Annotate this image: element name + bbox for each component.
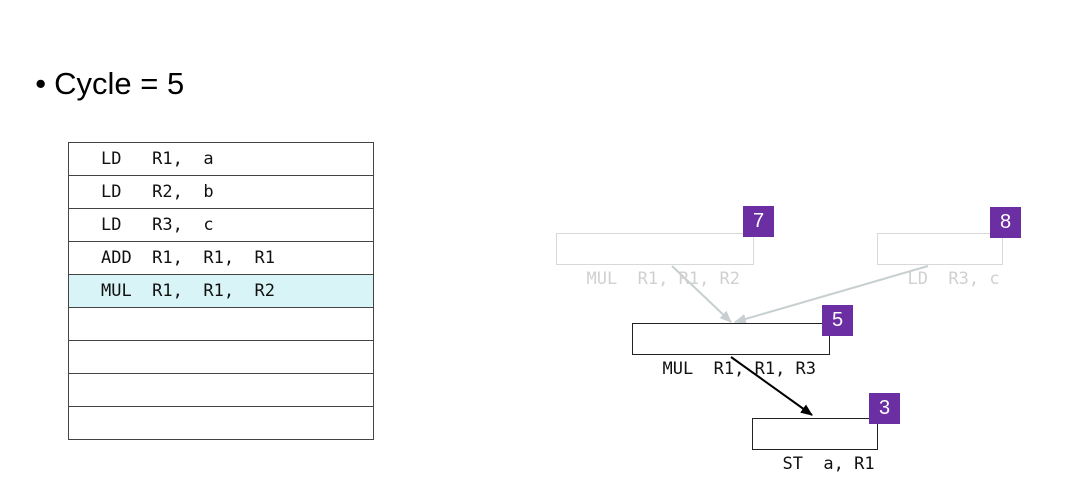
schedule-cell: LD R2, b — [68, 175, 374, 209]
priority-badge: 8 — [990, 207, 1021, 238]
dag-node-ld-r3-c: LD R3, c — [877, 233, 1003, 289]
schedule-cell-empty — [68, 373, 374, 407]
cycle-heading: •Cycle = 5 — [18, 30, 184, 102]
priority-badge: 5 — [822, 305, 853, 336]
priority-badge: 3 — [869, 393, 900, 424]
schedule-row: LD R1, a — [68, 142, 374, 176]
dag-node-mul-r1-r1-r2: MUL R1, R1, R2 — [556, 233, 754, 289]
schedule-cell: ADD R1, R1, R1 — [68, 241, 374, 275]
cycle-label: Cycle = 5 — [54, 66, 185, 101]
dependency-edges — [671, 265, 929, 416]
schedule-cell: LD R1, a — [68, 142, 374, 176]
schedule-cell-empty — [68, 340, 374, 374]
schedule-row: LD R2, b — [68, 175, 374, 209]
schedule-table: LD R1, a LD R2, b LD R3, c ADD R1, R1, R… — [68, 142, 374, 440]
node-label: ST a, R1 — [782, 454, 875, 474]
edge-mul-r3-to-st — [730, 356, 813, 416]
schedule-cell-empty — [68, 406, 374, 440]
node-label: LD R3, c — [907, 269, 1000, 289]
schedule-row — [68, 373, 374, 407]
bullet: • — [35, 66, 47, 101]
edge-ld-r3-to-mul-r3 — [734, 265, 929, 324]
schedule-row: LD R3, c — [68, 208, 374, 242]
edge-mul-r2-to-mul-r3 — [671, 265, 732, 323]
schedule-cell-empty — [68, 307, 374, 341]
schedule-row — [68, 340, 374, 374]
priority-badge: 7 — [743, 206, 774, 237]
schedule-cell: LD R3, c — [68, 208, 374, 242]
schedule-row — [68, 307, 374, 341]
dag-node-st-a-r1: ST a, R1 — [752, 418, 878, 474]
schedule-row: ADD R1, R1, R1 — [68, 241, 374, 275]
schedule-cell: MUL R1, R1, R2 — [68, 274, 374, 308]
node-label: MUL R1, R1, R2 — [586, 269, 741, 289]
node-label: MUL R1, R1, R3 — [662, 359, 817, 379]
schedule-row — [68, 406, 374, 440]
dag-node-mul-r1-r1-r3: MUL R1, R1, R3 — [632, 323, 830, 379]
schedule-row-current: MUL R1, R1, R2 — [68, 274, 374, 308]
